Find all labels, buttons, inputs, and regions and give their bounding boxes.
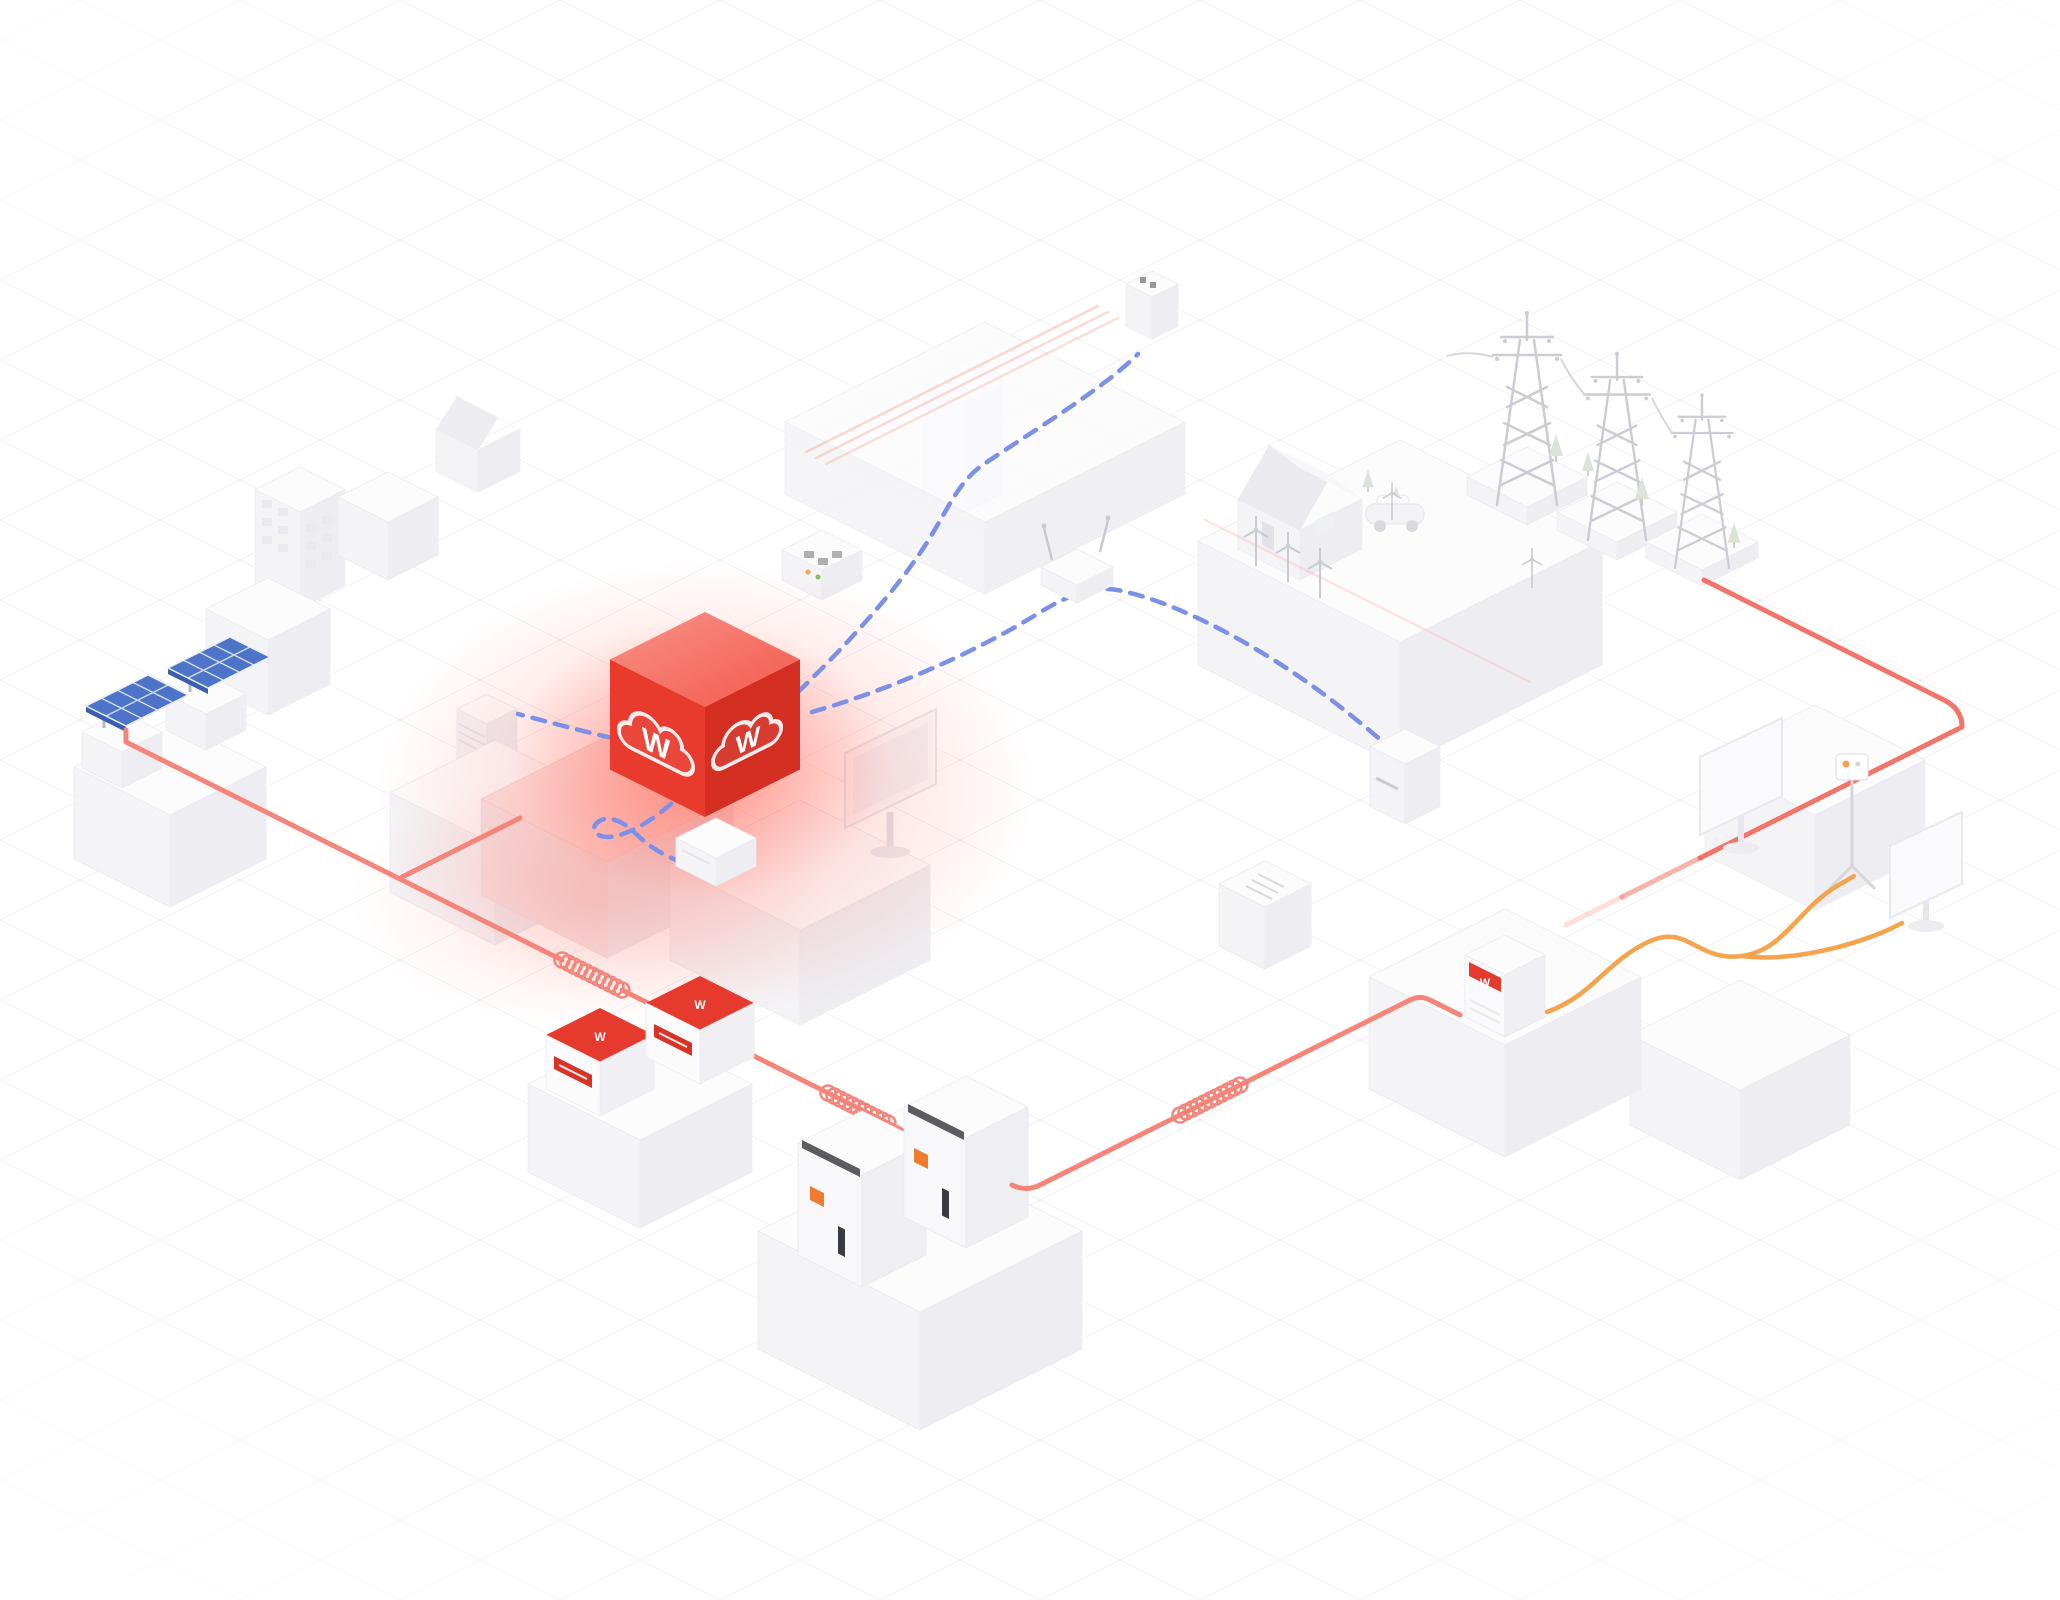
scene-canvas: W W W W W — [0, 0, 2060, 1600]
isometric-energy-illustration: W W W W W — [0, 0, 2060, 1600]
edge-fade — [0, 0, 2060, 1600]
